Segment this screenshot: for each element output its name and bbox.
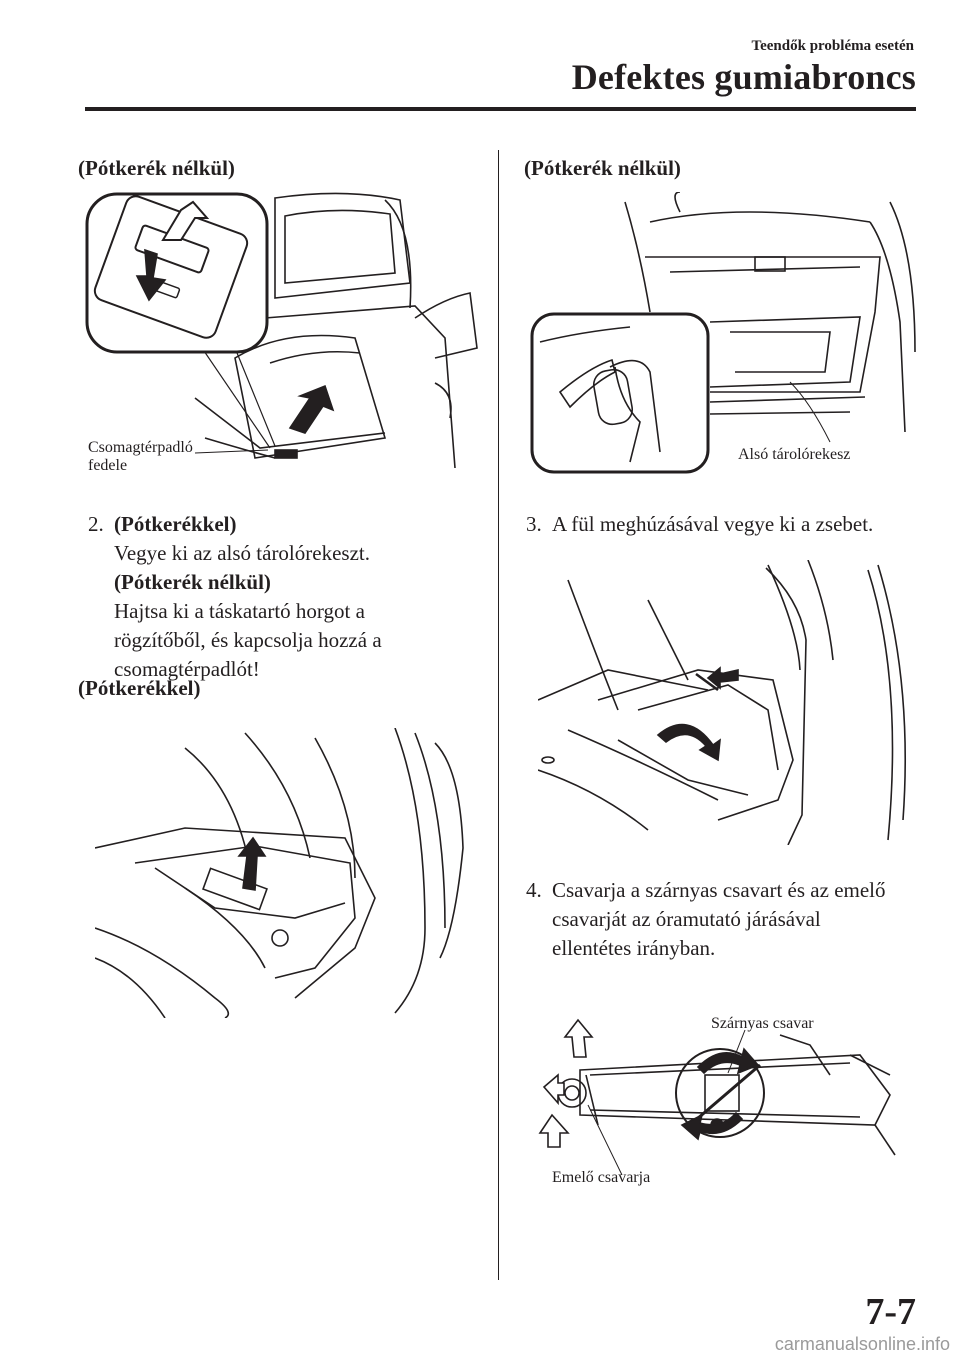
page-number: 7-7 xyxy=(865,1291,916,1333)
lower-storage-tray-illustration xyxy=(530,192,920,477)
step-4-number: 4. xyxy=(526,878,542,902)
step-4-line1: Csavarja a szárnyas csavart és az emelő xyxy=(552,878,886,902)
chapter-title: Defektes gumiabroncs xyxy=(571,57,916,97)
step-2: 2. (Pótkerékkel) Vegye ki az alsó tároló… xyxy=(88,510,488,684)
section-label: Teendők probléma esetén xyxy=(751,38,914,54)
caption-wing-bolt: Szárnyas csavar xyxy=(711,1015,814,1032)
step-3-text: A fül meghúzásával vegye ki a zsebet. xyxy=(552,512,874,536)
step-3: 3. A fül meghúzásával vegye ki a zsebet. xyxy=(526,510,926,539)
subhead-no-spare-right: (Pótkerék nélkül) xyxy=(524,156,681,180)
subhead-no-spare-left: (Pótkerék nélkül) xyxy=(78,156,235,180)
jack-wing-bolt-illustration xyxy=(530,1015,910,1175)
step-2-with-spare-label: (Pótkerékkel) xyxy=(114,512,237,536)
caption-floor-cover-line1: Csomagtérpadló xyxy=(88,439,193,456)
watermark: carmanualsonline.info xyxy=(774,1334,950,1354)
pocket-removal-illustration xyxy=(538,560,918,845)
subhead-with-spare-left: (Pótkerékkel) xyxy=(78,676,201,700)
step-3-number: 3. xyxy=(526,512,542,536)
caption-floor-cover-line2: fedele xyxy=(88,457,128,474)
step-2-without-spare-label: (Pótkerék nélkül) xyxy=(114,570,271,594)
step-4: 4. Csavarja a szárnyas csavart és az eme… xyxy=(526,876,926,963)
step-2-without-spare-line1: Hajtsa ki a táskatartó horgot a xyxy=(114,599,365,623)
step-2-with-spare-text: Vegye ki az alsó tárolórekeszt. xyxy=(114,541,370,565)
header-rule xyxy=(85,107,916,111)
step-2-without-spare-line3: csomagtérpadlót! xyxy=(114,657,260,681)
step-2-without-spare-line2: rögzítőből, és kapcsolja hozzá a xyxy=(114,628,382,652)
step-4-line3: ellentétes irányban. xyxy=(552,936,716,960)
step-4-line2: csavarját az óramutató járásával xyxy=(552,907,821,931)
caption-lower-storage: Alsó tárolórekesz xyxy=(738,446,851,463)
lower-storage-box-spare-illustration xyxy=(95,728,475,1018)
trunk-floor-cover-illustration xyxy=(85,188,480,478)
step-2-number: 2. xyxy=(88,512,104,536)
caption-jack-screw: Emelő csavarja xyxy=(552,1169,651,1186)
column-divider xyxy=(498,150,499,1280)
